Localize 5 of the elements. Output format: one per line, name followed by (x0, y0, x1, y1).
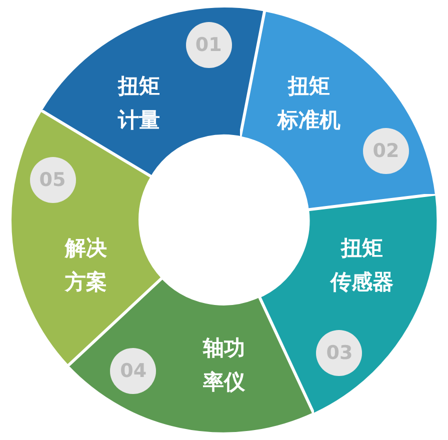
segment-label: 轴功率仪 (202, 334, 246, 396)
segment-label: 扭矩标准机 (276, 72, 342, 134)
segment-label: 扭矩计量 (116, 72, 161, 134)
segment-label: 扭矩传感器 (328, 234, 394, 296)
segment-label: 解决方案 (64, 234, 108, 296)
